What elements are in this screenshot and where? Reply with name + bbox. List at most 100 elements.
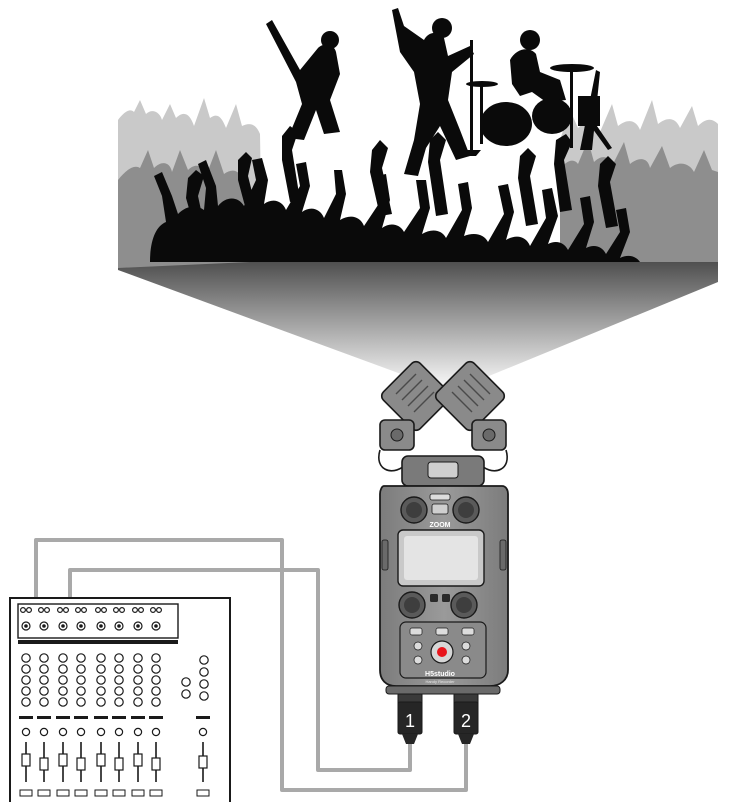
- mixer-knob: [77, 698, 85, 706]
- mixer-master-knob: [200, 656, 208, 664]
- xlr-plug-1: 1: [398, 694, 422, 744]
- mixer-fader-cap: [22, 754, 30, 766]
- mixer-knob: [59, 654, 67, 662]
- mixer-fader-cap: [40, 758, 48, 770]
- mixer-master-knob: [200, 680, 208, 688]
- mixer-knob: [22, 698, 30, 706]
- mixer-knob: [97, 665, 105, 673]
- mixer-knob: [77, 654, 85, 662]
- mixer-knob: [97, 698, 105, 706]
- mixer-master-knob: [200, 692, 208, 700]
- mixer-channel-button: [134, 728, 141, 735]
- mixer-channel-bar: [74, 716, 88, 719]
- mixer-channel-button: [97, 728, 104, 735]
- mixer-channel-label: [132, 790, 144, 796]
- plug-1-label: 1: [405, 711, 415, 731]
- mixer-master-knob: [182, 678, 190, 686]
- mixer-fader-cap: [59, 754, 67, 766]
- mixer-channel-label: [57, 790, 69, 796]
- mixer-channel-button: [152, 728, 159, 735]
- mixer-input-jack-pin: [25, 625, 27, 627]
- mixer-knob: [97, 654, 105, 662]
- mixer-knob: [77, 676, 85, 684]
- mixer-channel-button: [115, 728, 122, 735]
- mixer-knob: [134, 654, 142, 662]
- mixer-channel-button: [22, 728, 29, 735]
- mixer-channel-label: [95, 790, 107, 796]
- mixer-input-jack-pin: [43, 625, 45, 627]
- mixer-input-jack-pin: [137, 625, 139, 627]
- mixer-master-button: [199, 728, 206, 735]
- mixer-channel-bar: [94, 716, 108, 719]
- mixer-input-jack-pin: [100, 625, 102, 627]
- mixer-knob: [22, 665, 30, 673]
- mixer-master-fader-cap: [199, 756, 207, 768]
- mixer-fader-cap: [77, 758, 85, 770]
- mixer-master-knob: [200, 668, 208, 676]
- mixer-knob: [59, 687, 67, 695]
- xlr-plug-2: 2: [454, 694, 478, 744]
- mixer-knob: [152, 676, 160, 684]
- mixer-knob: [40, 665, 48, 673]
- mixer-knob: [115, 665, 123, 673]
- mixer-channel-bar: [149, 716, 163, 719]
- mixer-knob: [152, 698, 160, 706]
- mixer-fader-cap: [152, 758, 160, 770]
- mixer-channel-button: [40, 728, 47, 735]
- mixer-channel-bar: [112, 716, 126, 719]
- mixer-channel-bar: [131, 716, 145, 719]
- mixer-knob: [115, 654, 123, 662]
- mixer-fader-cap: [115, 758, 123, 770]
- mixer-knob: [40, 676, 48, 684]
- mixer-knob: [77, 687, 85, 695]
- mixer-knob: [40, 654, 48, 662]
- mixer-knob: [40, 698, 48, 706]
- mixer-knob: [134, 665, 142, 673]
- mixer-knob: [77, 665, 85, 673]
- mixer-channel-label: [150, 790, 162, 796]
- mixer-channel-button: [59, 728, 66, 735]
- mixer-master-bar: [196, 716, 210, 719]
- mixer-knob: [59, 698, 67, 706]
- mixer-master-knob: [182, 690, 190, 698]
- mixer-knob: [115, 687, 123, 695]
- mixer-channel-label: [20, 790, 32, 796]
- mixer-channel-button: [77, 728, 84, 735]
- mixer-channel-label: [75, 790, 87, 796]
- mixer-knob: [115, 698, 123, 706]
- mixer-knob: [152, 665, 160, 673]
- mixer-knob: [97, 676, 105, 684]
- mixer-knob: [134, 698, 142, 706]
- mixer-knob: [59, 676, 67, 684]
- mixer-channel-label: [113, 790, 125, 796]
- mixer-channel-bar: [56, 716, 70, 719]
- mixer-channel-label: [38, 790, 50, 796]
- mixer-knob: [152, 687, 160, 695]
- mixer-channel-bar: [19, 716, 33, 719]
- mixer-knob: [22, 654, 30, 662]
- mixer-input-jack-pin: [155, 625, 157, 627]
- mixer-knob: [22, 687, 30, 695]
- model-subtitle: Handy Recorder: [425, 679, 455, 684]
- brand-logo: ZOOM: [430, 522, 451, 529]
- mixer-fader-cap: [134, 754, 142, 766]
- mixer-knob: [97, 687, 105, 695]
- mixer-knob: [134, 687, 142, 695]
- mixer-fader-cap: [97, 754, 105, 766]
- mixer-master-label: [197, 790, 209, 796]
- mixing-console-icon: [10, 598, 230, 802]
- mixer-input-jack-pin: [80, 625, 82, 627]
- handy-recorder-icon: ZOOM H5studio Handy Recorder: [379, 359, 508, 694]
- mixer-knob: [134, 676, 142, 684]
- mixer-knob: [59, 665, 67, 673]
- plug-2-label: 2: [461, 711, 471, 731]
- mixer-channel-bar: [37, 716, 51, 719]
- mixer-knob: [152, 654, 160, 662]
- mixer-input-jack-pin: [118, 625, 120, 627]
- mixer-knob: [115, 676, 123, 684]
- mixer-knob: [40, 687, 48, 695]
- mixer-input-jack-pin: [62, 625, 64, 627]
- model-name: H5studio: [425, 671, 455, 678]
- mixer-knob: [22, 676, 30, 684]
